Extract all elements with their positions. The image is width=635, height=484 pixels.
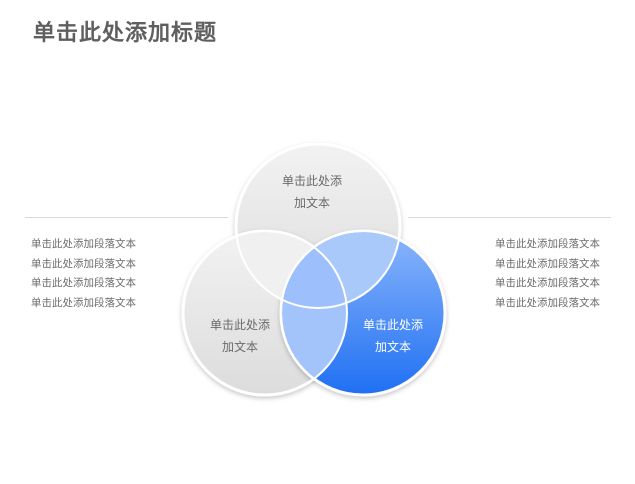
left-paragraph-line: 单击此处添加段落文本 (31, 277, 136, 289)
right-paragraph-line: 单击此处添加段落文本 (495, 296, 600, 309)
left-paragraph[interactable]: 单击此处添加段落文本 单击此处添加段落文本 单击此处添加段落文本 单击此处添加段… (31, 235, 191, 313)
circle-left-label[interactable]: 单击此处添 加文本 (190, 314, 290, 358)
outline-left (182, 230, 348, 396)
left-paragraph-line: 单击此处添加段落文本 (31, 238, 136, 250)
page-title[interactable]: 单击此处添加标题 (33, 21, 218, 46)
circle-left-line2: 加文本 (221, 340, 258, 354)
right-divider-line (408, 217, 611, 218)
left-divider-line (25, 217, 228, 218)
left-paragraph-line: 单击此处添加段落文本 (31, 296, 136, 309)
left-paragraph-line: 单击此处添加段落文本 (31, 257, 136, 270)
circle-right-label[interactable]: 单击此处添 加文本 (343, 314, 443, 358)
circle-top-line1: 单击此处添 (281, 174, 342, 188)
right-paragraph-line: 单击此处添加段落文本 (495, 277, 600, 289)
overlap-center (280, 231, 347, 308)
circle-top-line2: 加文本 (293, 196, 330, 210)
circle-left-line1: 单击此处添 (209, 318, 270, 332)
right-paragraph-line: 单击此处添加段落文本 (495, 238, 600, 250)
circle-right-line2: 加文本 (374, 340, 411, 354)
outline-right (280, 230, 446, 396)
right-paragraph[interactable]: 单击此处添加段落文本 单击此处添加段落文本 单击此处添加段落文本 单击此处添加段… (495, 235, 635, 313)
circle-top-label[interactable]: 单击此处添 加文本 (262, 170, 362, 214)
outline-top (235, 143, 401, 309)
right-paragraph-line: 单击此处添加段落文本 (495, 257, 600, 270)
circle-right-line1: 单击此处添 (362, 318, 423, 332)
